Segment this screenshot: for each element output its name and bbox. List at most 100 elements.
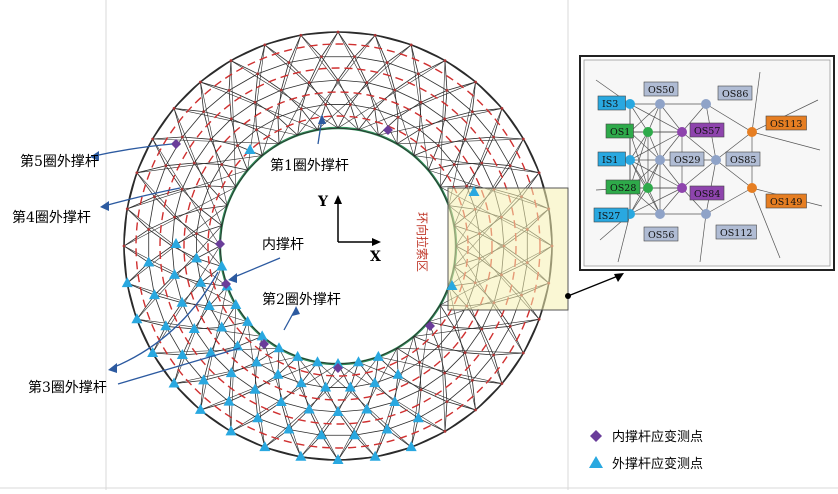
truss-chord [123, 245, 128, 284]
outer-strut-marker-icon [275, 395, 287, 406]
truss-chord [411, 44, 446, 62]
truss-cross [337, 348, 398, 461]
detail-node-label: IS1 [602, 155, 618, 166]
truss-chord [420, 372, 445, 391]
label-ring4: 第4圈外撑杆 [12, 209, 91, 226]
truss-diagonal [288, 429, 302, 457]
truss-diagonal [174, 208, 201, 218]
truss-chord [472, 354, 494, 381]
legend: 内撑杆应变测点 外撑杆应变测点 [589, 429, 703, 472]
truss-diagonal [454, 162, 482, 165]
ring3-arrow [111, 271, 219, 369]
outer-strut-marker-icon [272, 368, 284, 379]
truss-diagonal [337, 31, 355, 57]
node-dot-icon [172, 107, 176, 110]
node-dot-icon [147, 228, 151, 231]
detail-link [647, 159, 661, 189]
outer-strut-marker-icon [169, 268, 181, 279]
outer-strut-marker-icon [392, 368, 404, 379]
detail-link [629, 131, 661, 161]
truss-chord [208, 164, 223, 187]
truss-diagonal [466, 162, 483, 187]
detail-node-label: OS149 [770, 197, 802, 208]
truss-diagonal [438, 346, 446, 374]
truss-diagonal [221, 164, 248, 171]
truss-chord [522, 138, 540, 173]
arrowhead-icon [318, 114, 326, 124]
truss-diagonal [321, 56, 339, 81]
detail-link [629, 131, 649, 161]
detail-link [751, 187, 781, 259]
outer-strut-marker-icon [143, 256, 155, 267]
node-dot-icon [419, 100, 423, 104]
arrowhead-icon [108, 363, 117, 373]
outer-strut-marker-icon [369, 450, 381, 461]
detail-node-label: OS29 [674, 155, 700, 166]
truss-chord [257, 62, 289, 75]
truss-chord [418, 401, 448, 419]
truss-chord [522, 319, 540, 354]
node-dot-icon [373, 107, 377, 111]
node-dot-icon [229, 59, 233, 63]
axis-x-label: X [370, 249, 381, 265]
truss-chord [261, 143, 280, 156]
truss-chord [165, 326, 183, 356]
truss-diagonal [444, 111, 473, 120]
square-icon [689, 122, 725, 138]
truss-diagonal [280, 401, 290, 430]
node-dot-icon [396, 115, 400, 119]
truss-diagonal [221, 321, 248, 328]
node-dot-icon [418, 128, 421, 132]
detail-node-tag: OS1 [605, 123, 634, 139]
truss-chord [419, 129, 439, 146]
truss-diagonal [174, 216, 197, 234]
outer-strut-marker-icon [315, 429, 327, 440]
truss-chord [428, 304, 441, 323]
detail-node-label: OS86 [722, 89, 748, 100]
node-dot-icon [385, 61, 389, 64]
truss-cross [152, 245, 221, 354]
detail-node-dot-icon [643, 127, 653, 137]
legend-outer-label: 外撑杆应变测点 [612, 456, 703, 472]
detail-node-label: OS112 [720, 228, 752, 239]
ring5-arrow [93, 143, 173, 157]
outer-strut-marker-icon [195, 276, 207, 287]
truss-chord [337, 409, 367, 413]
node-dot-icon [500, 382, 504, 385]
square-icon [765, 193, 807, 209]
outer-strut-marker-icon [446, 280, 458, 290]
outer-strut-marker-icon [259, 441, 271, 452]
detail-node-label: OS56 [648, 230, 674, 241]
truss-diagonal [419, 362, 422, 390]
truss-chord [444, 352, 466, 374]
outer-strut-marker-icon [203, 300, 215, 311]
outer-strut-marker-icon [216, 321, 228, 332]
detail-node-label: OS113 [770, 119, 802, 130]
outer-strut-marker-icon [131, 313, 143, 324]
node-dot-icon [180, 135, 184, 139]
truss-chord [173, 81, 201, 109]
node-dot-icon [199, 207, 203, 211]
truss-chord [396, 336, 415, 349]
truss-chord [278, 134, 298, 145]
truss-chord [126, 283, 138, 320]
truss-diagonal [386, 44, 412, 63]
inner-strut-marker-icon [221, 279, 231, 289]
node-dot-icon [393, 88, 397, 92]
detail-node-dot-icon [625, 155, 635, 165]
square-icon [715, 224, 757, 240]
detail-node-label: OS28 [610, 183, 636, 194]
detail-link [715, 159, 753, 189]
truss-chord [301, 382, 326, 388]
truss-diagonal [193, 162, 210, 187]
arrowhead-icon [90, 151, 99, 161]
square-icon [605, 179, 641, 195]
truss-chord [288, 56, 322, 63]
node-dot-icon [463, 137, 467, 141]
ring3-arrow-2 [117, 347, 241, 385]
inner-strut-marker-icon [259, 339, 269, 349]
truss-chord [378, 134, 398, 145]
truss-diagonal [418, 60, 446, 75]
truss-chord [182, 111, 204, 138]
truss-cross [448, 82, 476, 206]
